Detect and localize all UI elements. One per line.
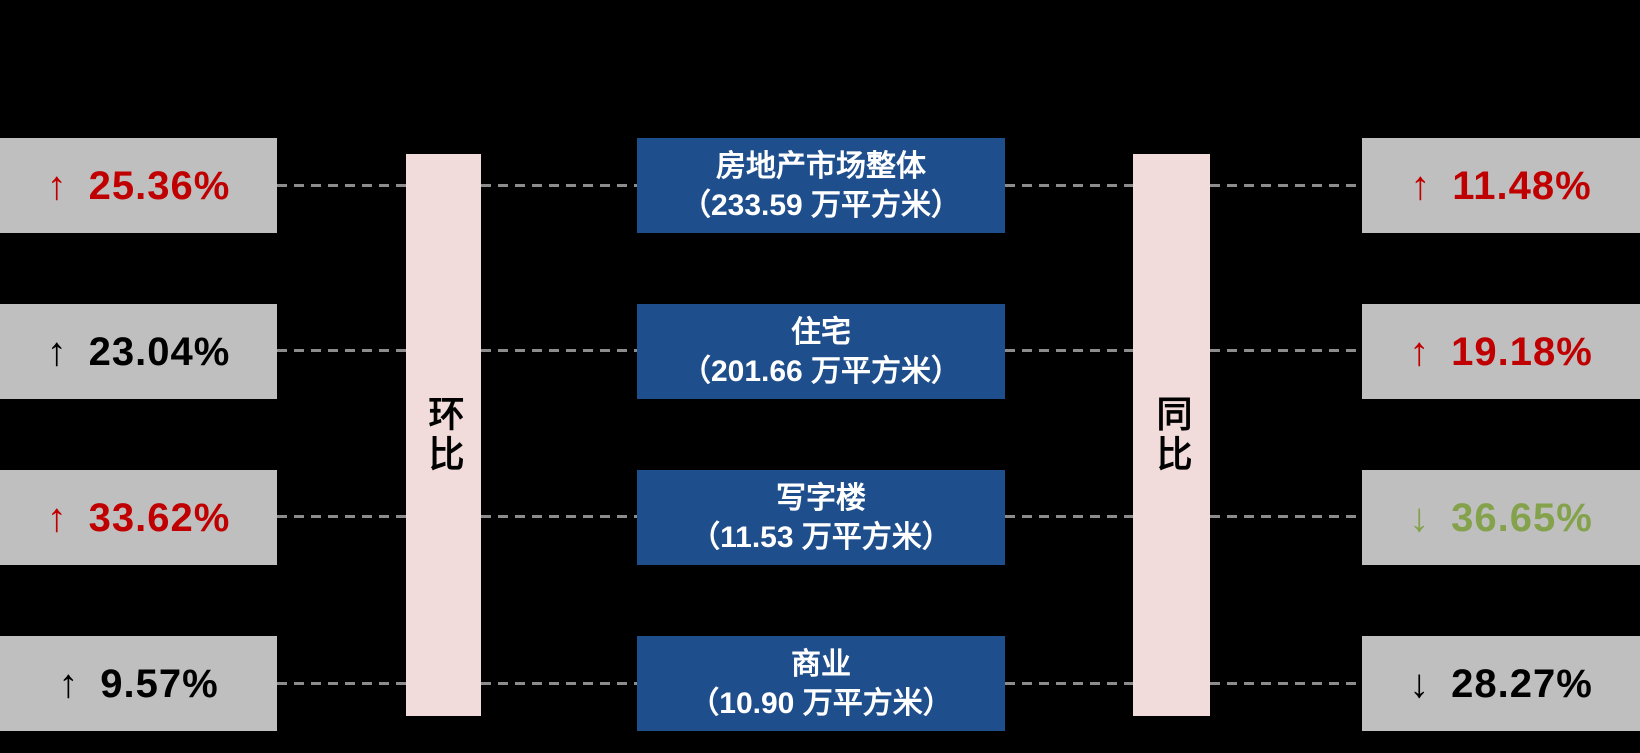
- connector-dash: [481, 349, 637, 352]
- category-box: 写字楼 （11.53 万平方米）: [637, 470, 1005, 565]
- yoy-change-box: ↓ 36.65%: [1362, 470, 1640, 565]
- mom-change-box: ↑ 9.57%: [0, 636, 277, 731]
- trend-down-arrow-icon: ↓: [1409, 661, 1430, 706]
- connector-dash: [277, 184, 406, 187]
- connector-dash: [481, 682, 637, 685]
- connector-dash: [1210, 184, 1362, 187]
- connector-dash: [1210, 349, 1362, 352]
- category-area: （201.66 万平方米）: [680, 354, 962, 388]
- yoy-change-box: ↓ 28.27%: [1362, 636, 1640, 731]
- trend-up-arrow-icon: ↑: [1409, 329, 1430, 374]
- yoy-change-box: ↑ 19.18%: [1362, 304, 1640, 399]
- mom-percent-value: 33.62%: [88, 495, 231, 540]
- category-title: 写字楼: [776, 481, 866, 515]
- connector-dash: [1210, 682, 1362, 685]
- category-area: （233.59 万平方米）: [680, 188, 962, 222]
- trend-up-arrow-icon: ↑: [58, 661, 79, 706]
- trend-down-arrow-icon: ↓: [1409, 495, 1430, 540]
- yoy-percent-value: 36.65%: [1451, 495, 1593, 540]
- connector-dash: [1005, 682, 1133, 685]
- trend-up-arrow-icon: ↑: [1410, 163, 1431, 208]
- mom-axis-bar: 环比: [406, 154, 481, 716]
- yoy-percent-value: 19.18%: [1451, 329, 1593, 374]
- yoy-change-box: ↑ 11.48%: [1362, 138, 1640, 233]
- trend-up-arrow-icon: ↑: [46, 329, 67, 374]
- yoy-axis-label: 同比: [1151, 395, 1193, 475]
- connector-dash: [277, 349, 406, 352]
- connector-dash: [1005, 349, 1133, 352]
- mom-change-box: ↑ 25.36%: [0, 138, 277, 233]
- category-box: 住宅 （201.66 万平方米）: [637, 304, 1005, 399]
- connector-dash: [481, 515, 637, 518]
- trend-up-arrow-icon: ↑: [46, 163, 67, 208]
- connector-dash: [1005, 515, 1133, 518]
- category-box: 房地产市场整体 （233.59 万平方米）: [637, 138, 1005, 233]
- category-area: （11.53 万平方米）: [690, 520, 952, 554]
- mom-change-box: ↑ 23.04%: [0, 304, 277, 399]
- yoy-percent-value: 28.27%: [1451, 661, 1593, 706]
- category-area: （10.90 万平方米）: [689, 686, 953, 720]
- mom-percent-value: 25.36%: [88, 163, 231, 208]
- category-title: 住宅: [791, 315, 851, 349]
- category-box: 商业 （10.90 万平方米）: [637, 636, 1005, 731]
- category-title: 房地产市场整体: [716, 149, 926, 183]
- mom-percent-value: 23.04%: [88, 329, 231, 374]
- yoy-percent-value: 11.48%: [1452, 163, 1592, 208]
- connector-dash: [481, 184, 637, 187]
- connector-dash: [1005, 184, 1133, 187]
- mom-percent-value: 9.57%: [100, 661, 219, 706]
- trend-up-arrow-icon: ↑: [46, 495, 67, 540]
- connector-dash: [277, 682, 406, 685]
- mom-axis-label: 环比: [423, 395, 465, 475]
- category-title: 商业: [791, 647, 851, 681]
- connector-dash: [277, 515, 406, 518]
- yoy-axis-bar: 同比: [1133, 154, 1210, 716]
- mom-change-box: ↑ 33.62%: [0, 470, 277, 565]
- connector-dash: [1210, 515, 1362, 518]
